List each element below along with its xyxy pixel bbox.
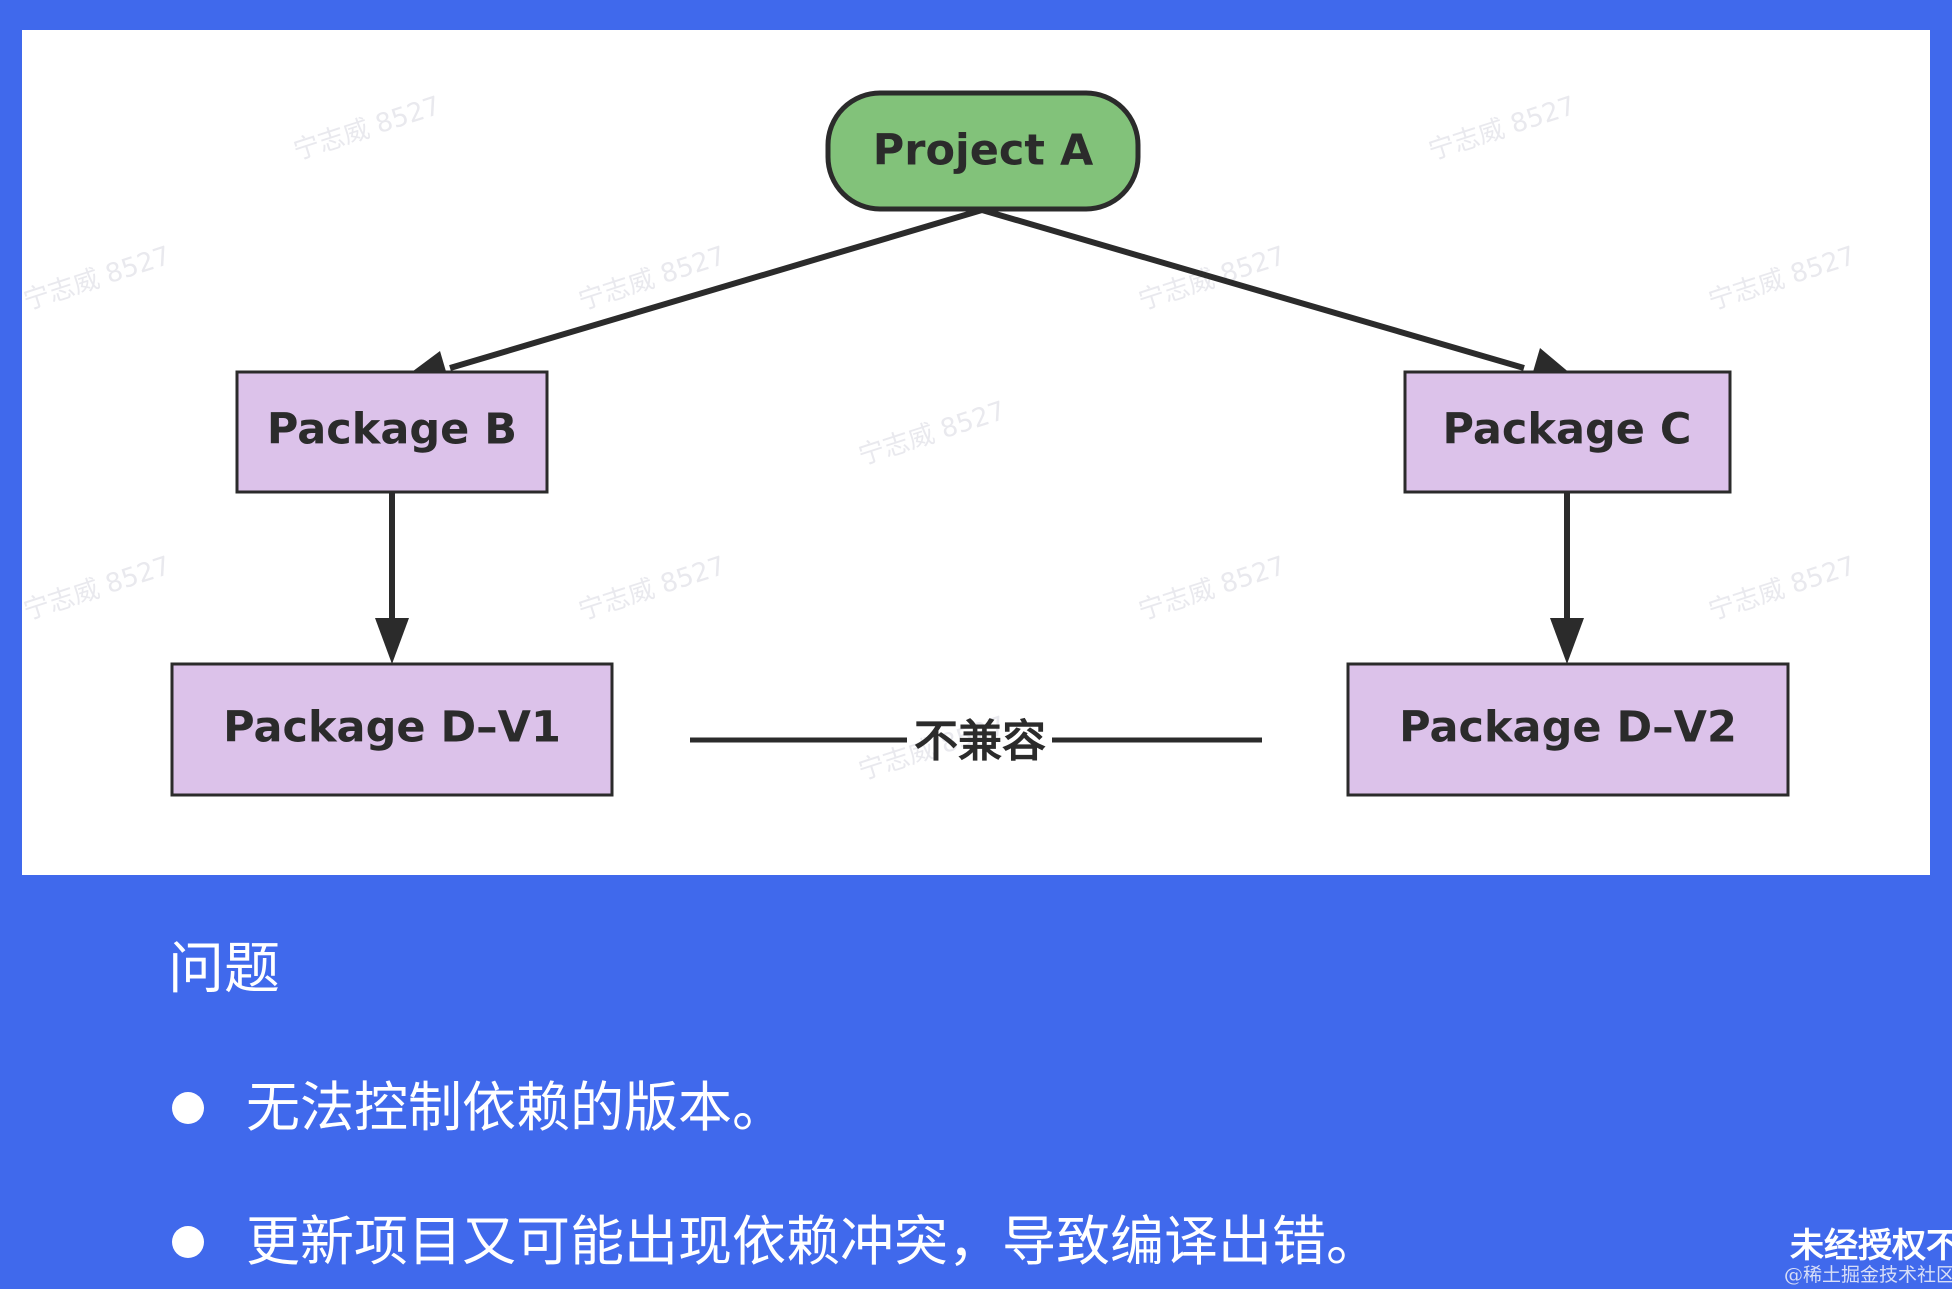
node-shape [1346,662,1790,797]
bullet-dot-icon [172,1226,204,1258]
diagram-panel: 宁志威 8527 宁志威 8527 宁志威 8527 宁志威 8527 宁志威 … [22,30,1930,875]
edge-package-c-to-d-v2 [1550,492,1584,664]
node-package-d-v2: Package D–V2 [1346,662,1790,797]
bullet-item: 无法控制依赖的版本。 [172,1073,786,1143]
node-label: Package D–V2 [1399,703,1737,753]
arrowhead [375,618,409,664]
node-label: Package C [1443,405,1692,455]
edge-project-a-to-package-c [981,207,1584,389]
node-project-a: Project A [825,90,1141,212]
watermark: 宁志威 8527 [22,551,174,627]
watermark: 宁志威 8527 [1135,551,1289,627]
node-shape [1403,370,1732,494]
source-credit: @稀土掘金技术社区 [1784,1264,1952,1286]
watermark: 宁志威 8527 [22,241,174,317]
copyright-notice: 未经授权不 [1790,1226,1952,1266]
arrowhead [1550,618,1584,664]
edge-line [981,207,1525,371]
node-shape [235,370,549,494]
node-package-b: Package B [235,370,549,494]
watermark: 宁志威 8527 [1705,241,1859,317]
node-package-c: Package C [1403,370,1732,494]
bullet-item: 更新项目又可能出现依赖冲突，导致编译出错。 [172,1207,1380,1277]
node-label: Package B [267,405,517,455]
watermark: 宁志威 8527 [1705,551,1859,627]
node-package-d-v1: Package D–V1 [170,662,614,797]
node-shape [825,90,1141,212]
node-label: Project A [873,126,1094,176]
bullet-text: 无法控制依赖的版本。 [246,1076,786,1139]
watermark: 宁志威 8527 [855,396,1009,472]
incompatible-connector: 不兼容 [690,716,1262,767]
dependency-diagram: 宁志威 8527 宁志威 8527 宁志威 8527 宁志威 8527 宁志威 … [22,90,1859,797]
node-label: Package D–V1 [223,703,561,753]
edge-line [449,207,983,371]
bullet-text: 更新项目又可能出现依赖冲突，导致编译出错。 [246,1210,1380,1273]
edge-project-a-to-package-b [393,207,983,392]
watermark: 宁志威 8527 [575,551,729,627]
watermark: 宁志威 8527 [290,91,444,167]
watermark: 宁志威 8527 [1425,91,1579,167]
section-title: 问题 [168,937,280,1002]
incompatible-label: 不兼容 [914,716,1046,767]
node-shape [170,662,614,797]
edge-package-b-to-d-v1 [375,492,409,664]
bullet-dot-icon [172,1092,204,1124]
